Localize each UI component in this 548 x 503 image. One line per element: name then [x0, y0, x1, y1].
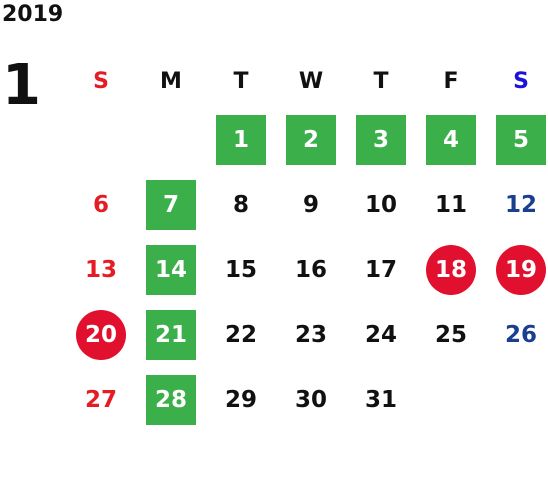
- day-number: 22: [224, 321, 257, 348]
- day-number: 2: [286, 114, 336, 165]
- day-cell: 6: [66, 172, 136, 237]
- day-number: 10: [364, 191, 397, 218]
- day-number: 16: [294, 256, 327, 283]
- day-number: 6: [92, 191, 109, 218]
- day-cell: 8: [206, 172, 276, 237]
- weekday-tuesday: T: [233, 68, 249, 94]
- day-number: 3: [356, 114, 406, 165]
- day-cell: 10: [346, 172, 416, 237]
- weekday-header-row: S M T W T F S: [66, 55, 548, 107]
- day-number: 11: [434, 191, 467, 218]
- day-cell: 13: [66, 237, 136, 302]
- day-number: 31: [364, 386, 397, 413]
- day-cell: 5: [486, 107, 548, 172]
- day-cell: [486, 367, 548, 432]
- day-cell: 4: [416, 107, 486, 172]
- day-number: 9: [302, 191, 319, 218]
- weekday-friday: F: [443, 68, 459, 94]
- day-cell: 27: [66, 367, 136, 432]
- weekday-monday: M: [160, 68, 182, 94]
- day-cell: 19: [486, 237, 548, 302]
- day-cell: [66, 107, 136, 172]
- day-number: 13: [84, 256, 117, 283]
- day-cell: 29: [206, 367, 276, 432]
- day-number: 18: [426, 244, 476, 295]
- week-row: 1 2 3 4 5: [66, 107, 548, 172]
- day-cell: 3: [346, 107, 416, 172]
- day-number: [496, 375, 546, 425]
- day-number: 23: [294, 321, 327, 348]
- weekday-sunday: S: [93, 68, 109, 94]
- day-cell: 7: [136, 172, 206, 237]
- year-label: 2019: [2, 2, 64, 27]
- calendar-grid: S M T W T F S 1 2 3 4 5 6 7 8 9 10 11 12…: [66, 55, 548, 432]
- day-cell: [136, 107, 206, 172]
- day-number: 28: [146, 374, 196, 425]
- day-number: 5: [496, 114, 546, 165]
- day-cell: 25: [416, 302, 486, 367]
- day-number: 27: [84, 386, 117, 413]
- day-number: [146, 115, 196, 165]
- day-cell: 26: [486, 302, 548, 367]
- day-number: 29: [224, 386, 257, 413]
- day-cell: 17: [346, 237, 416, 302]
- day-cell: 22: [206, 302, 276, 367]
- day-number: 15: [224, 256, 257, 283]
- day-number: 14: [146, 244, 196, 295]
- day-cell: 9: [276, 172, 346, 237]
- week-row: 20 21 22 23 24 25 26: [66, 302, 548, 367]
- day-cell: 16: [276, 237, 346, 302]
- day-cell: 28: [136, 367, 206, 432]
- day-number: 1: [216, 114, 266, 165]
- weekday-saturday: S: [513, 68, 529, 94]
- day-cell: [416, 367, 486, 432]
- day-number: 17: [364, 256, 397, 283]
- day-cell: 24: [346, 302, 416, 367]
- weekday-thursday: T: [373, 68, 389, 94]
- day-cell: 14: [136, 237, 206, 302]
- day-cell: 2: [276, 107, 346, 172]
- day-number: 21: [146, 309, 196, 360]
- day-number: 7: [146, 179, 196, 230]
- day-number: 30: [294, 386, 327, 413]
- month-number: 1: [2, 53, 41, 118]
- day-number: 26: [504, 321, 537, 348]
- day-number: 12: [504, 191, 537, 218]
- day-cell: 1: [206, 107, 276, 172]
- day-number: 4: [426, 114, 476, 165]
- day-number: [76, 115, 126, 165]
- week-row: 13 14 15 16 17 18 19: [66, 237, 548, 302]
- day-cell: 11: [416, 172, 486, 237]
- day-number: [426, 375, 476, 425]
- day-cell: 20: [66, 302, 136, 367]
- day-cell: 12: [486, 172, 548, 237]
- day-number: 20: [76, 309, 126, 360]
- day-cell: 30: [276, 367, 346, 432]
- weekday-wednesday: W: [298, 68, 324, 94]
- day-cell: 18: [416, 237, 486, 302]
- day-cell: 31: [346, 367, 416, 432]
- day-number: 24: [364, 321, 397, 348]
- week-row: 27 28 29 30 31: [66, 367, 548, 432]
- day-cell: 21: [136, 302, 206, 367]
- day-cell: 23: [276, 302, 346, 367]
- week-row: 6 7 8 9 10 11 12: [66, 172, 548, 237]
- day-number: 8: [232, 191, 249, 218]
- day-number: 19: [496, 244, 546, 295]
- day-cell: 15: [206, 237, 276, 302]
- day-number: 25: [434, 321, 467, 348]
